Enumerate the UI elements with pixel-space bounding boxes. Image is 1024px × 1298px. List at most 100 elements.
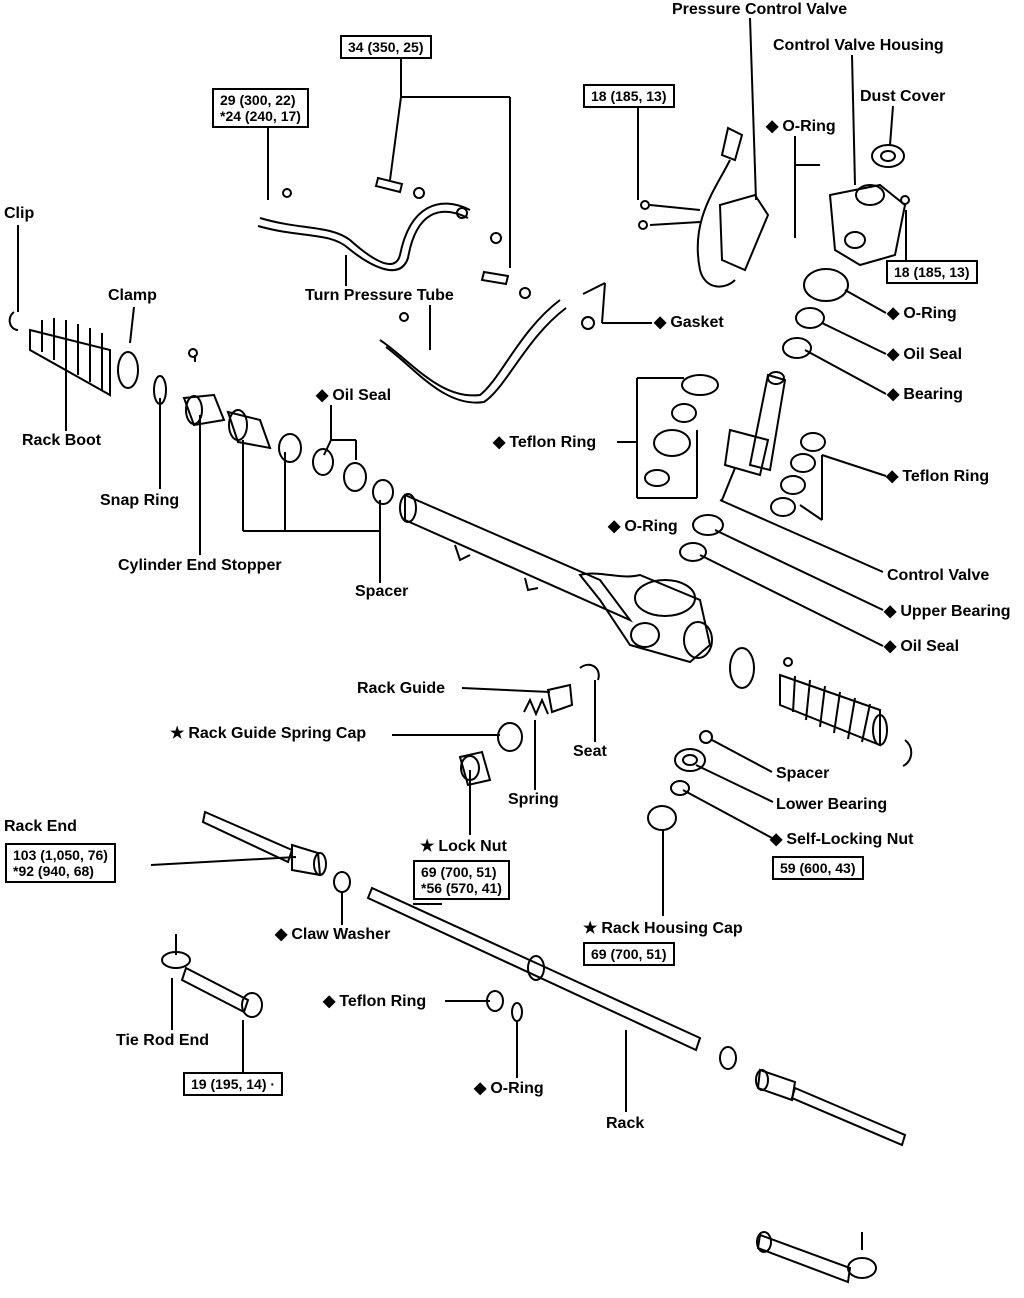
label-control-valve: Control Valve: [887, 567, 990, 584]
diamond-marker: ◆: [316, 387, 329, 404]
diamond-marker: ◆: [493, 434, 506, 451]
torque-value: 34 (350, 25): [348, 39, 424, 55]
label-oil-seal-right: ◆Oil Seal: [887, 346, 962, 364]
diamond-marker: ◆: [275, 926, 288, 943]
label-text: Upper Bearing: [900, 603, 1011, 620]
rack-end-right: [755, 1068, 907, 1147]
label-text: Gasket: [670, 314, 724, 331]
label-turn-pressure-tube: Turn Pressure Tube: [305, 287, 454, 304]
torque-value: 18 (185, 13): [591, 88, 667, 104]
label-rack-boot: Rack Boot: [22, 432, 102, 449]
rack-guide-parts: [458, 663, 600, 787]
label-lower-bearing: Lower Bearing: [776, 796, 888, 813]
label-claw-washer: ◆Claw Washer: [275, 926, 390, 944]
label-text: Rack Guide Spring Cap: [188, 725, 367, 742]
torque-box-tie-rod-end: 19 (195, 14) ·: [183, 1072, 284, 1096]
label-rack-housing-cap: ★Rack Housing Cap: [583, 920, 743, 938]
torque-box-tube-bolt: 34 (350, 25): [340, 35, 432, 59]
label-tie-rod-end: Tie Rod End: [116, 1032, 210, 1049]
label-bearing: ◆Bearing: [887, 386, 963, 404]
torque-box-lock-nut: 69 (700, 51)*56 (570, 41): [413, 860, 510, 900]
label-text: O-Ring: [490, 1080, 544, 1097]
torque-box-valve-bolt: 18 (185, 13): [583, 84, 675, 108]
label-text: Bearing: [903, 386, 963, 403]
torque-value: 19 (195, 14) ·: [191, 1076, 276, 1092]
label-teflon-ring-lower: ◆Teflon Ring: [323, 993, 426, 1011]
label-pressure-control-valve: Pressure Control Valve: [672, 1, 848, 18]
label-text: Teflon Ring: [339, 993, 427, 1010]
diamond-marker: ◆: [608, 518, 621, 535]
label-text: Rack Housing Cap: [601, 920, 743, 937]
torque-value-alt: *92 (940, 68): [13, 863, 94, 879]
star-marker: ★: [170, 725, 185, 742]
label-spring: Spring: [508, 791, 559, 808]
torque-value: 103 (1,050, 76): [13, 847, 108, 863]
torque-value: 59 (600, 43): [780, 860, 856, 876]
label-upper-bearing: ◆Upper Bearing: [884, 603, 1011, 621]
label-self-locking-nut: ◆Self-Locking Nut: [770, 831, 913, 849]
label-o-ring-mid: ◆O-Ring: [608, 518, 678, 536]
control-valve-stack: [644, 268, 849, 562]
label-cylinder-end-stopper: Cylinder End Stopper: [118, 557, 282, 574]
label-rack: Rack: [606, 1115, 645, 1132]
label-text: Teflon Ring: [509, 434, 597, 451]
torque-box-rack-end: 103 (1,050, 76)*92 (940, 68): [5, 843, 116, 883]
label-text: O-Ring: [782, 118, 836, 135]
label-teflon-ring-right: ◆Teflon Ring: [886, 468, 989, 486]
label-rack-end: Rack End: [4, 818, 77, 835]
torque-value: 29 (300, 22): [220, 92, 296, 108]
pressure-tubes: [257, 202, 567, 404]
label-text: Oil Seal: [900, 638, 960, 655]
torque-value-alt: *56 (570, 41): [421, 880, 502, 896]
leader-lines: [17, 17, 907, 1112]
valve-housing: [638, 126, 910, 288]
label-spacer-mid: Spacer: [355, 583, 409, 600]
label-rack-guide: Rack Guide: [357, 680, 446, 697]
label-text: O-Ring: [624, 518, 678, 535]
label-text: Teflon Ring: [902, 468, 990, 485]
diamond-marker: ◆: [766, 118, 779, 135]
rack-housing: [399, 493, 713, 664]
label-lock-nut: ★Lock Nut: [420, 838, 507, 856]
torque-box-housing-bolt: 18 (185, 13): [886, 260, 978, 284]
label-text: O-Ring: [903, 305, 957, 322]
label-o-ring-right: ◆O-Ring: [887, 305, 957, 323]
label-o-ring-lower: ◆O-Ring: [474, 1080, 544, 1098]
diamond-marker: ◆: [887, 346, 900, 363]
label-text: Self-Locking Nut: [786, 831, 914, 848]
label-control-valve-housing: Control Valve Housing: [773, 37, 944, 54]
diamond-marker: ◆: [884, 603, 897, 620]
tie-rod-end-right: [756, 1231, 877, 1284]
lower-bearing-parts: [647, 730, 713, 831]
star-marker: ★: [420, 838, 435, 855]
label-dust-cover: Dust Cover: [860, 88, 946, 105]
label-spacer-lower: Spacer: [776, 765, 830, 782]
label-text: Oil Seal: [903, 346, 963, 363]
label-seat: Seat: [573, 743, 607, 760]
label-clip: Clip: [4, 205, 35, 222]
label-rack-guide-spring-cap: ★Rack Guide Spring Cap: [170, 725, 366, 743]
rack-boot-right: [729, 647, 913, 767]
bolts: [282, 176, 595, 330]
rack-boot-left: [8, 311, 167, 405]
rack-bar: [366, 886, 737, 1070]
label-text: Oil Seal: [332, 387, 392, 404]
diamond-marker: ◆: [323, 993, 336, 1010]
torque-value: 69 (700, 51): [591, 946, 667, 962]
torque-box-self-locking-nut: 59 (600, 43): [772, 856, 864, 880]
diamond-marker: ◆: [887, 305, 900, 322]
label-snap-ring: Snap Ring: [100, 492, 180, 509]
label-clamp: Clamp: [108, 287, 157, 304]
rack-end-left: [201, 810, 351, 893]
star-marker: ★: [583, 920, 598, 937]
torque-value: 69 (700, 51): [421, 864, 497, 880]
diamond-marker: ◆: [886, 468, 899, 485]
diamond-marker: ◆: [654, 314, 667, 331]
label-gasket: ◆Gasket: [654, 314, 724, 332]
label-oil-seal-mid: ◆Oil Seal: [316, 387, 391, 405]
diamond-marker: ◆: [474, 1080, 487, 1097]
label-teflon-ring-mid: ◆Teflon Ring: [493, 434, 596, 452]
label-o-ring-top: ◆O-Ring: [766, 118, 836, 136]
